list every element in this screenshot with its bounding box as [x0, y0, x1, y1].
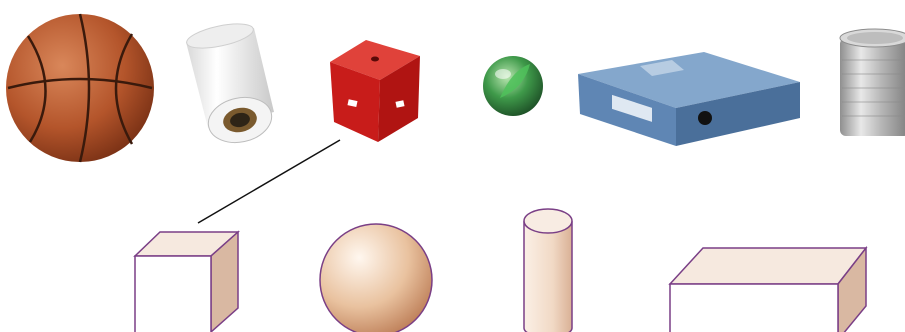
- basketball-icon: [6, 14, 154, 162]
- cuboid-shape-icon: [670, 248, 866, 332]
- connection-line: [198, 140, 340, 223]
- cylinder-shape-icon: [524, 209, 572, 332]
- cube-shape-icon: [135, 232, 238, 332]
- sphere-shape-icon: [320, 224, 432, 332]
- paper-roll-icon: [185, 19, 276, 148]
- cube-object-icon: [330, 40, 420, 142]
- tin-can-icon: [840, 29, 905, 136]
- marble-icon: [483, 56, 543, 116]
